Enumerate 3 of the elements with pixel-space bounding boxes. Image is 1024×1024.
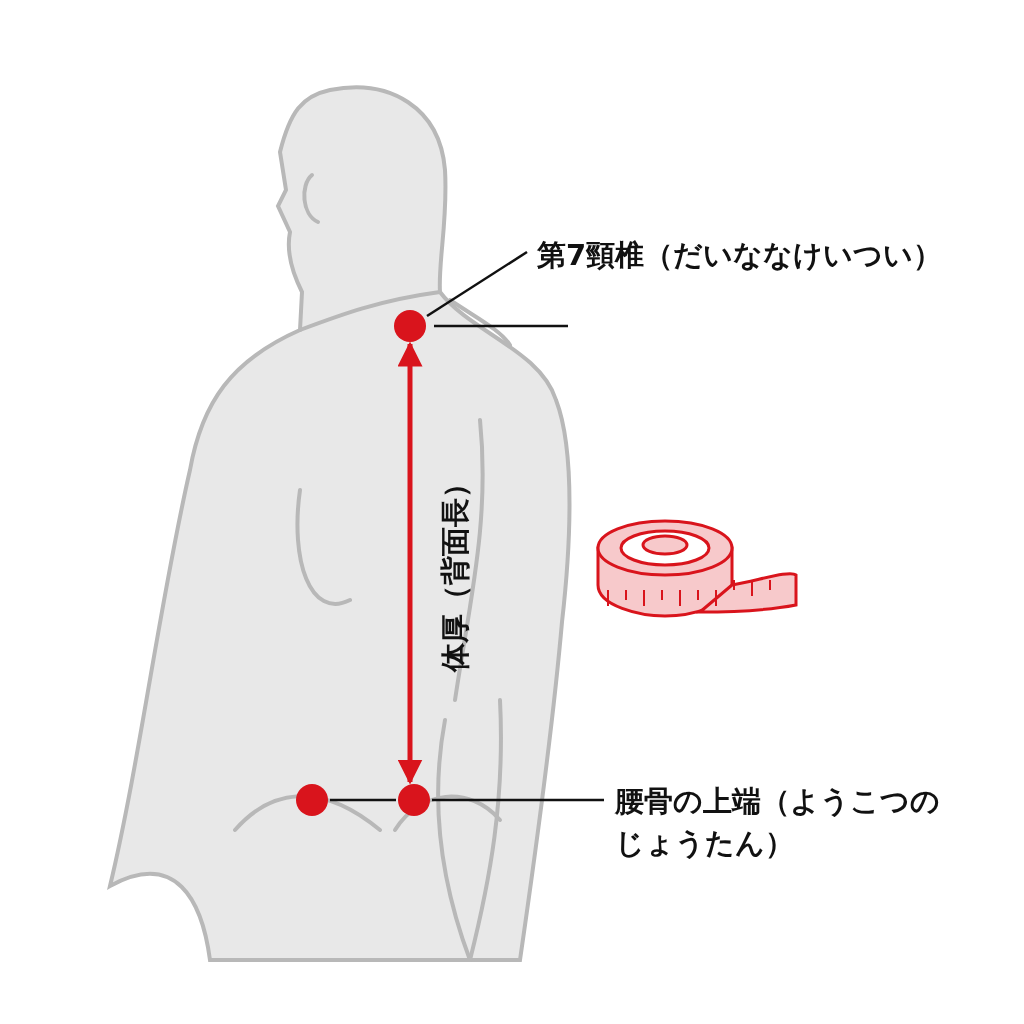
- callout-label: 腰骨の上端（ようこつのじょうたん）: [615, 780, 945, 864]
- callout-label: 第7頸椎（だいななけいつい）: [537, 234, 997, 276]
- edge-label: 体厚（背面長）: [439, 468, 471, 672]
